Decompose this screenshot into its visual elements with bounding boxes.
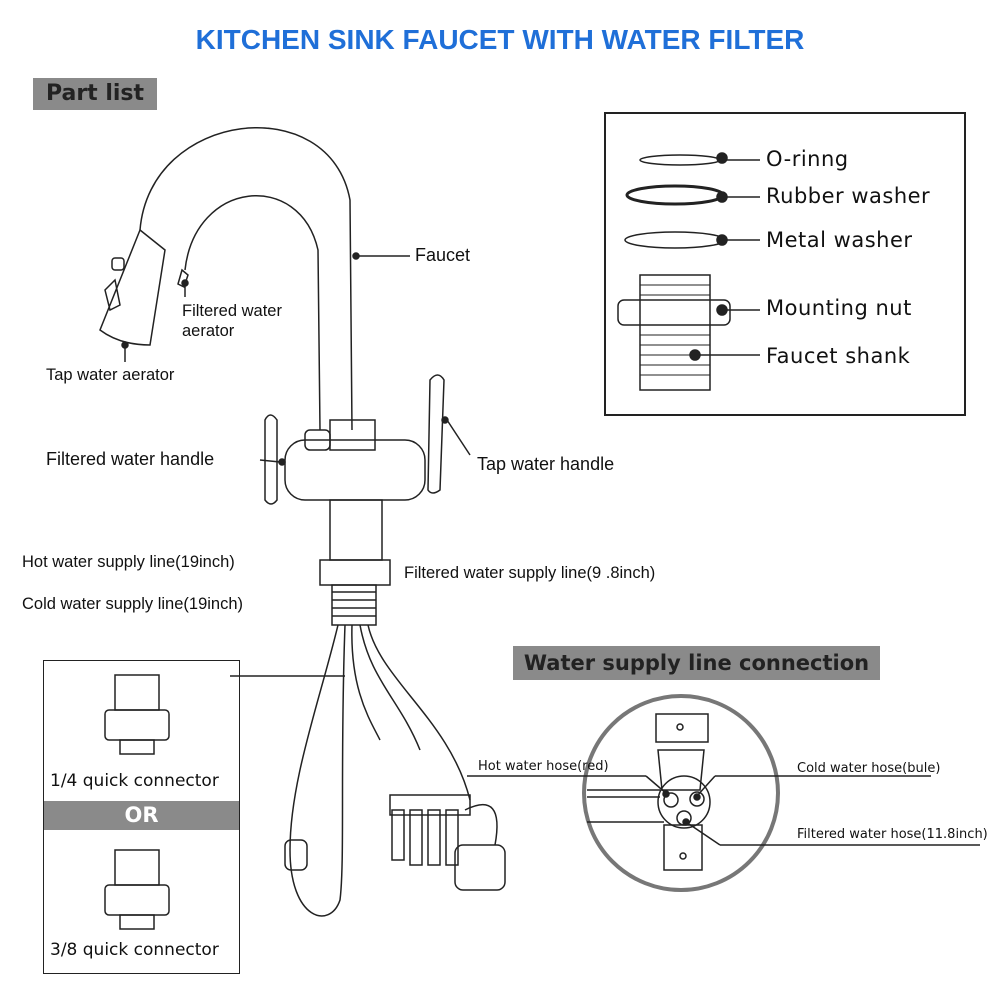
label-filtered-hose: Filtered water hose(11.8inch)	[797, 827, 988, 842]
spray-head	[99, 228, 166, 346]
parts-illustrations	[617, 152, 760, 391]
faucet-spout	[139, 127, 353, 431]
part-mounting-nut: Mounting nut	[766, 296, 912, 320]
label-cold-hose: Cold water hose(bule)	[797, 761, 941, 776]
quick-connector-three-eighths	[104, 849, 170, 930]
label-cold-supply: Cold water supply line(19inch)	[22, 595, 244, 613]
label-quarter-connector: 1/4 quick connector	[50, 771, 219, 791]
part-faucet-shank: Faucet shank	[766, 344, 911, 368]
hose	[289, 624, 346, 917]
filter-system	[389, 794, 506, 891]
part-rubber-washer: Rubber washer	[766, 184, 931, 208]
quick-connector-quarter	[104, 674, 170, 755]
label-hot-supply: Hot water supply line(19inch)	[22, 553, 235, 571]
parts-box	[604, 112, 966, 416]
left-handle	[264, 414, 278, 505]
connection-heading: Water supply line connection	[513, 646, 880, 680]
label-tap-handle: Tap water handle	[477, 454, 615, 474]
part-metal-washer: Metal washer	[766, 228, 913, 252]
connection-detail	[467, 694, 980, 892]
label-filtered-handle: Filtered water handle	[46, 449, 215, 469]
shank-threads	[331, 584, 377, 626]
label-tap-aerator: Tap water aerator	[46, 366, 175, 384]
part-o-ring: O-rinng	[766, 147, 849, 171]
label-three-eighths-connector: 3/8 quick connector	[50, 940, 219, 960]
label-filtered-aerator-2: aerator	[182, 322, 235, 340]
label-filtered-supply: Filtered water supply line(9 .8inch)	[404, 564, 656, 582]
part-list-tag: Part list	[33, 78, 157, 110]
label-faucet: Faucet	[415, 245, 471, 265]
label-filtered-aerator-1: Filtered water	[182, 302, 282, 320]
right-handle	[427, 374, 445, 494]
label-hot-hose: Hot water hose(red)	[478, 759, 609, 774]
connector-box	[43, 660, 240, 974]
or-band: OR	[44, 801, 239, 830]
page-title: KITCHEN SINK FAUCET WITH WATER FILTER	[195, 24, 805, 55]
faucet-spout-inner	[184, 195, 321, 431]
